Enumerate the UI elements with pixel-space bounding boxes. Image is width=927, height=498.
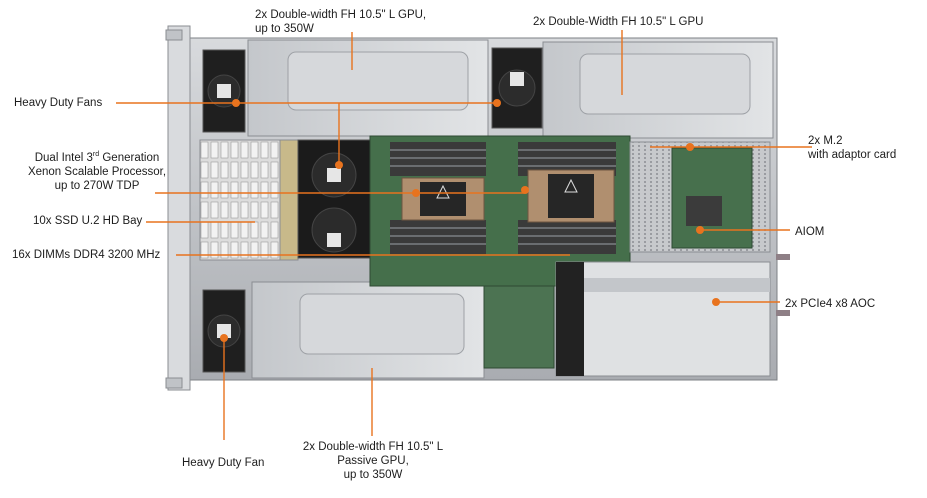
callout-cpu-dot: [412, 189, 420, 197]
label-aiom: AIOM: [795, 226, 825, 238]
label-ssd-bay: 10x SSD U.2 HD Bay: [33, 215, 143, 227]
callout-pcie-dot: [712, 298, 720, 306]
callout-fans-dot: [232, 99, 240, 107]
fan-top-center: [491, 47, 543, 129]
label-pcie-aoc: 2x PCIe4 x8 AOC: [785, 298, 876, 310]
label-m2: 2x M.2 with adaptor card: [808, 135, 897, 161]
gpu-shroud-top-right: [542, 41, 774, 139]
callout-fan-bottom-dot: [220, 334, 228, 342]
label-gpu-bottom: 2x Double-width FH 10.5" L Passive GPU, …: [302, 441, 444, 481]
m2-adaptor-card: [629, 141, 771, 253]
callout-m2-dot: [686, 143, 694, 151]
cpu-heatsink-left: [401, 177, 485, 221]
label-gpu-top-left: 2x Double-width FH 10.5" L GPU, up to 35…: [255, 9, 427, 35]
label-cpu: Dual Intel 3rd Generation Xenon Scalable…: [27, 151, 167, 192]
gpu-shroud-bottom: [251, 281, 485, 379]
fan-mid-stack: [297, 139, 371, 259]
callout-fans-mid-dot: [335, 161, 343, 169]
dimm-bank: [390, 142, 616, 254]
gpu-shroud-top-left: [247, 39, 489, 137]
pcie-aoc-bay: [555, 261, 771, 377]
callout-fans-dot: [493, 99, 501, 107]
label-dimms: 16x DIMMs DDR4 3200 MHz: [12, 249, 161, 261]
cpu-heatsink-right: [527, 169, 615, 223]
label-gpu-top-right: 2x Double-Width FH 10.5" L GPU: [533, 16, 704, 28]
warning-icon: [564, 178, 578, 193]
warning-icon: [436, 184, 450, 199]
label-heavy-duty-fans: Heavy Duty Fans: [14, 97, 103, 109]
ssd-bay: [199, 139, 299, 261]
callout-lines: [116, 30, 812, 440]
callout-aiom-dot: [696, 226, 704, 234]
callout-cpu-dot: [521, 186, 529, 194]
fan-top-left: [202, 49, 246, 133]
label-heavy-duty-fan: Heavy Duty Fan: [182, 457, 265, 469]
